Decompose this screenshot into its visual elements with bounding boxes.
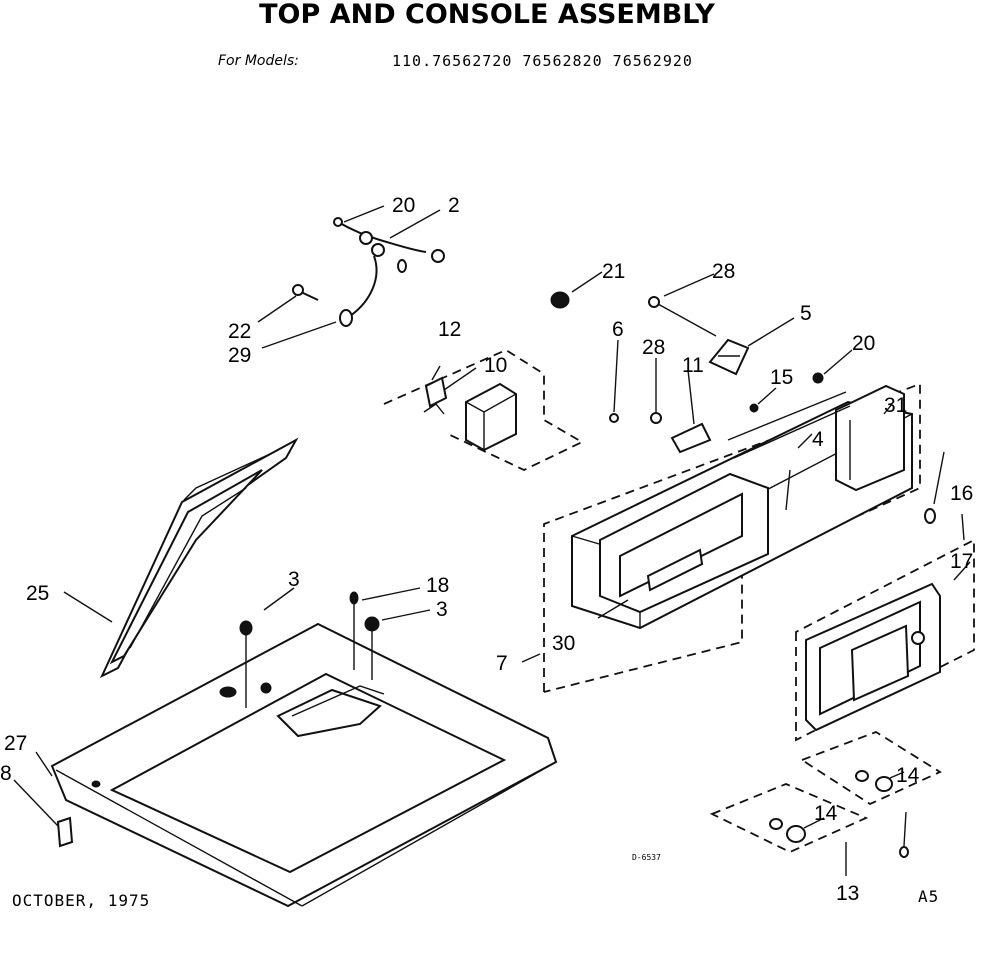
callout-3: 3 (288, 568, 300, 591)
wire-harness (257, 205, 445, 349)
washer-lid (63, 437, 299, 679)
washer-top (13, 587, 558, 908)
callout-20-right: 20 (852, 332, 875, 355)
callout-21: 21 (602, 260, 625, 283)
callout-4: 4 (812, 428, 824, 451)
timer-module (383, 348, 584, 471)
callout-28: 28 (712, 260, 735, 283)
control-housing (795, 451, 975, 742)
callout-16: 16 (950, 482, 973, 505)
callout-14-right: 14 (896, 764, 920, 787)
callout-5: 5 (800, 302, 812, 325)
callout-15: 15 (770, 366, 793, 389)
callout-3-right: 3 (436, 598, 448, 621)
callout-18: 18 (426, 574, 449, 597)
callout-7: 7 (496, 652, 508, 675)
callout-14: 14 (814, 802, 838, 825)
leveling-feet (709, 731, 942, 876)
callout-13: 13 (836, 882, 859, 905)
model-numbers: 110.76562720 76562820 76562920 (392, 52, 693, 70)
callout-11: 11 (682, 354, 704, 377)
models-label: For Models: (218, 53, 299, 69)
callout-labels: 20 2 22 29 12 10 21 28 6 28 5 11 15 20 3… (0, 194, 973, 905)
callout-20: 20 (392, 194, 415, 217)
callout-29: 29 (228, 344, 251, 367)
callout-27: 27 (4, 732, 27, 755)
callout-30: 30 (552, 632, 575, 655)
callout-22: 22 (228, 320, 251, 343)
callout-17: 17 (950, 550, 973, 573)
console-panel (521, 382, 921, 693)
callout-8: 8 (0, 762, 12, 785)
page-code: A5 (918, 887, 939, 906)
callout-25: 25 (26, 582, 49, 605)
callout-10: 10 (484, 354, 507, 377)
callout-28-lower: 28 (642, 336, 665, 359)
footer-date: OCTOBER, 1975 (12, 891, 150, 910)
console-hardware (550, 271, 853, 454)
page-title: TOP AND CONSOLE ASSEMBLY (259, 0, 715, 30)
callout-2: 2 (448, 194, 460, 217)
callout-6: 6 (612, 318, 624, 341)
drawing-number: D-6537 (632, 853, 661, 862)
callout-31: 31 (884, 394, 907, 417)
callout-12: 12 (438, 318, 461, 341)
